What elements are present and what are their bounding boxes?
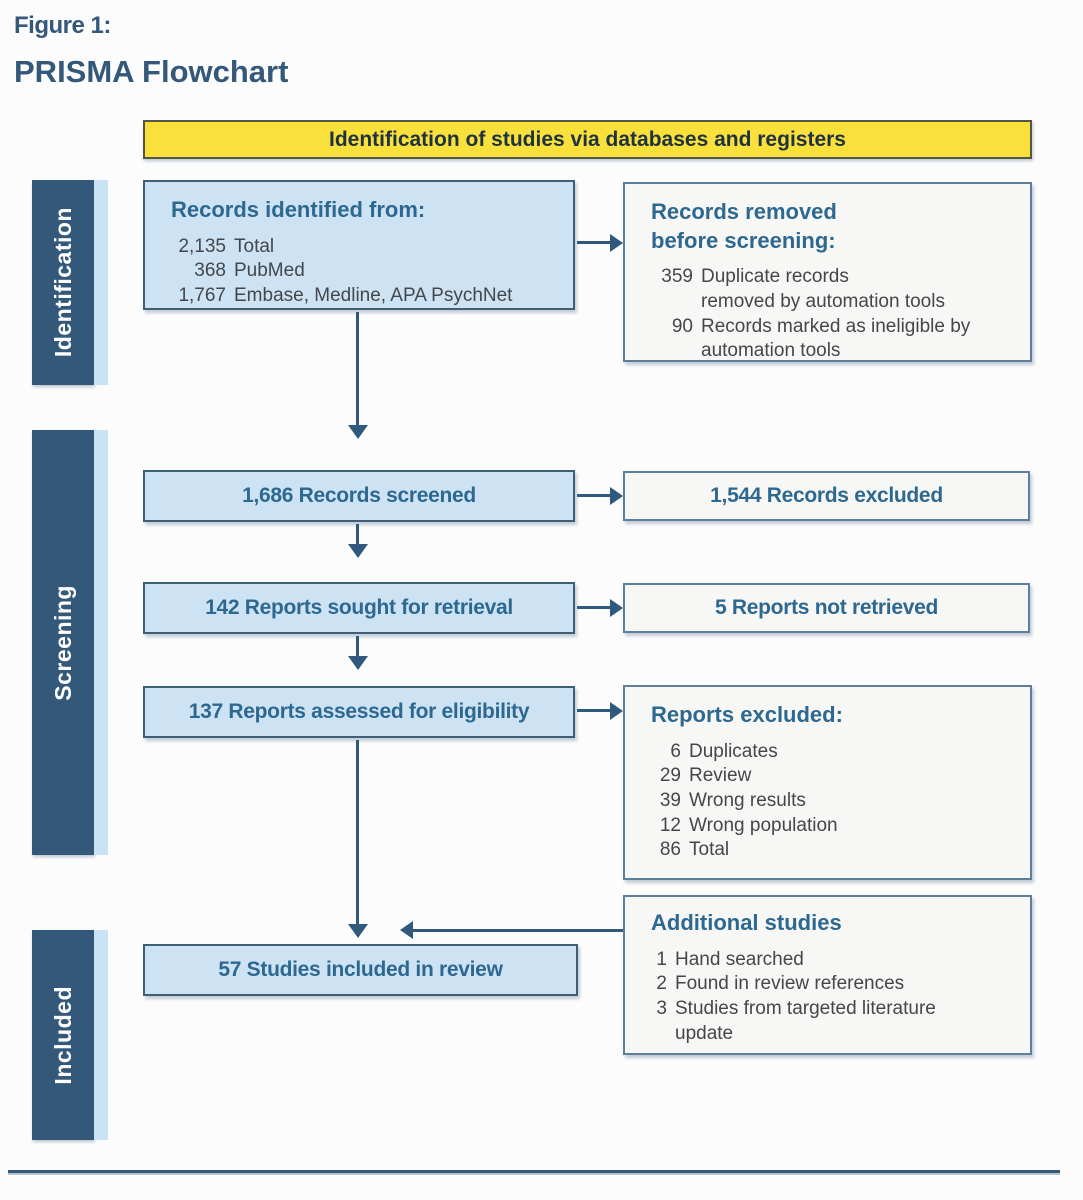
item-label: Records marked as ineligible by automati… (701, 315, 971, 362)
arrow-sought-to-assessed-line (356, 636, 359, 656)
list-item: 12 Wrong population (651, 814, 1020, 839)
stage-label-identification: Identification (49, 207, 76, 358)
arrow-screened-to-excluded-head (610, 487, 623, 505)
item-label: Total (234, 235, 275, 257)
arrow-sought-to-notretrieved-head (610, 599, 623, 617)
arrow-identified-to-removed-line (577, 241, 612, 244)
item-label: Duplicate records removed by automation … (701, 266, 945, 312)
list-item: 29 Review (651, 764, 1020, 789)
list-item: 39 Wrong results (651, 789, 1020, 814)
box-reports-sought: 142 Reports sought for retrieval (143, 582, 575, 634)
box-records-identified: Records identified from: 2,135 Total 368… (143, 180, 575, 310)
arrow-screened-to-sought-head (348, 544, 368, 558)
item-label: Wrong population (689, 814, 838, 836)
list-item: 6 Duplicates (651, 740, 1020, 765)
stage-label-included: Included (49, 985, 76, 1085)
item-value: 90 (671, 315, 693, 337)
stage-label-screening: Screening (49, 584, 76, 701)
list-item: 1,767 Embase, Medline, APA PsychNet (171, 284, 559, 309)
list-item: 2 Found in review references (651, 972, 1020, 997)
item-label: Duplicates (689, 740, 778, 762)
list-item: 86 Total (651, 838, 1020, 863)
arrow-assessed-to-reportsexcluded-line (577, 709, 612, 712)
item-label: PubMed (234, 260, 305, 282)
item-value: 1,767 (178, 284, 226, 306)
box-studies-included-label: 57 Studies included in review (218, 958, 503, 981)
arrow-sought-to-notretrieved-line (577, 606, 612, 609)
box-reports-excluded: Reports excluded: 6 Duplicates 29 Review… (623, 685, 1032, 880)
box-reports-excluded-heading: Reports excluded: (651, 702, 843, 727)
arrow-assessed-to-included-line (356, 740, 359, 924)
item-label: Total (689, 839, 730, 861)
item-value: 368 (194, 260, 226, 282)
box-records-removed: Records removed before screening: 359 Du… (623, 182, 1032, 362)
item-value: 2 (656, 973, 667, 995)
arrow-assessed-to-included-head (348, 924, 368, 938)
box-reports-not-retrieved: 5 Reports not retrieved (623, 583, 1030, 633)
stage-strip-identification (94, 180, 108, 385)
item-label: Found in review references (675, 973, 905, 995)
box-reports-assessed-label: 137 Reports assessed for eligibility (188, 700, 530, 723)
stage-bar-included: Included (32, 930, 94, 1140)
banner-text: Identification of studies via databases … (329, 127, 846, 151)
arrow-sought-to-assessed-head (348, 656, 368, 670)
item-label: Review (689, 765, 752, 787)
item-value: 39 (659, 789, 681, 811)
box-records-excluded: 1,544 Records excluded (623, 471, 1030, 521)
arrow-identified-to-screened-line (356, 312, 359, 425)
list-item: 1 Hand searched (651, 948, 1020, 973)
item-label: Studies from targeted literature update (675, 997, 936, 1044)
item-value: 6 (670, 740, 681, 762)
list-item: 90 Records marked as ineligible by autom… (651, 315, 1020, 364)
page-title: PRISMA Flowchart (14, 54, 289, 89)
arrow-additional-to-included-line (413, 929, 623, 932)
item-value: 2,135 (178, 235, 226, 257)
figure-label: Figure 1: (14, 12, 111, 39)
arrow-additional-to-included-head (400, 921, 413, 939)
item-value: 3 (656, 997, 667, 1019)
box-records-screened-label: 1,686 Records screened (242, 484, 476, 507)
box-records-screened: 1,686 Records screened (143, 470, 575, 522)
item-value: 86 (659, 839, 681, 861)
item-value: 29 (659, 765, 681, 787)
box-records-identified-heading: Records identified from: (171, 197, 426, 222)
arrow-identified-to-screened-head (348, 425, 368, 439)
item-value: 1 (656, 948, 667, 970)
box-reports-not-retrieved-label: 5 Reports not retrieved (715, 596, 938, 619)
arrow-assessed-to-reportsexcluded-head (610, 702, 623, 720)
arrow-identified-to-removed-head (610, 234, 623, 252)
arrow-screened-to-sought-line (356, 524, 359, 544)
list-item: 368 PubMed (171, 259, 559, 284)
box-additional-studies-heading: Additional studies (651, 910, 842, 935)
banner-identification-of-studies: Identification of studies via databases … (143, 120, 1032, 159)
item-label: Embase, Medline, APA PsychNet (234, 284, 513, 306)
box-studies-included: 57 Studies included in review (143, 944, 578, 996)
arrow-screened-to-excluded-line (577, 494, 612, 497)
list-item: 3 Studies from targeted literature updat… (651, 997, 1020, 1046)
stage-bar-screening: Screening (32, 430, 94, 855)
item-value: 359 (661, 266, 693, 288)
stage-strip-screening (94, 430, 108, 855)
list-item: 2,135 Total (171, 235, 559, 260)
bottom-rule (8, 1170, 1060, 1173)
list-item: 359 Duplicate records removed by automat… (651, 265, 1020, 314)
item-value: 12 (659, 814, 681, 836)
box-additional-studies: Additional studies 1 Hand searched 2 Fou… (623, 895, 1032, 1055)
box-reports-assessed: 137 Reports assessed for eligibility (143, 686, 575, 738)
stage-strip-included (94, 930, 108, 1140)
stage-bar-identification: Identification (32, 180, 94, 385)
item-label: Hand searched (675, 948, 804, 970)
box-reports-sought-label: 142 Reports sought for retrieval (205, 596, 513, 619)
box-records-excluded-label: 1,544 Records excluded (710, 484, 943, 507)
box-records-removed-heading: Records removed before screening: (651, 199, 837, 253)
item-label: Wrong results (689, 789, 806, 811)
